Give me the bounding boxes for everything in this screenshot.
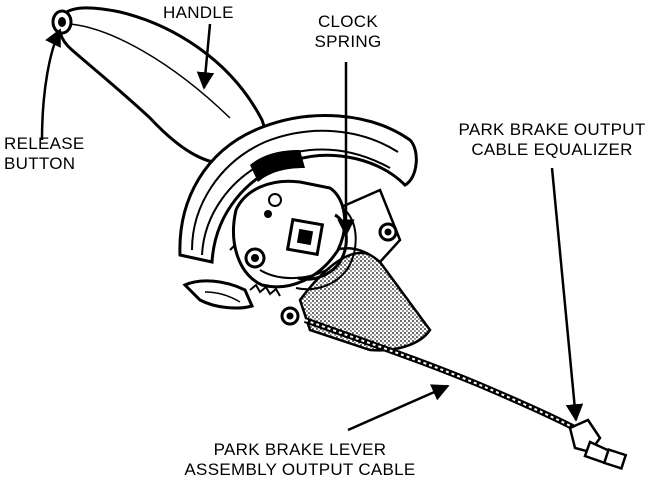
output-cable	[303, 317, 584, 435]
clock-spring-label-line-2: SPRING	[314, 32, 382, 51]
park-brake-lever-output-cable-label: PARK BRAKE LEVER ASSEMBLY OUTPUT CABLE	[180, 440, 420, 480]
clock-spring-label: CLOCK SPRING	[300, 12, 396, 52]
handle-label: HANDLE	[163, 3, 234, 23]
mounting-bolts	[244, 222, 398, 326]
output-cable-label-line-1: PARK BRAKE LEVER	[213, 440, 387, 459]
leader-arrows	[40, 23, 584, 432]
equalizer-label-line-2: CABLE EQUALIZER	[471, 140, 633, 159]
release-button-label: RELEASE BUTTON	[4, 134, 85, 174]
park-brake-output-equalizer-label: PARK BRAKE OUTPUT CABLE EQUALIZER	[448, 120, 656, 160]
release-lever-tab	[182, 279, 255, 310]
release-button-label-line-1: RELEASE	[4, 134, 85, 153]
release-button-label-line-2: BUTTON	[4, 154, 76, 173]
cable-equalizer-fitting	[568, 418, 628, 471]
cam-plate	[232, 179, 347, 289]
release-button-part	[51, 9, 73, 35]
base-plate	[298, 188, 432, 352]
handle-label-text: HANDLE	[163, 3, 234, 22]
output-cable-label-line-2: ASSEMBLY OUTPUT CABLE	[184, 460, 416, 479]
equalizer-label-line-1: PARK BRAKE OUTPUT	[458, 120, 646, 139]
clock-spring-label-line-1: CLOCK	[317, 12, 379, 31]
